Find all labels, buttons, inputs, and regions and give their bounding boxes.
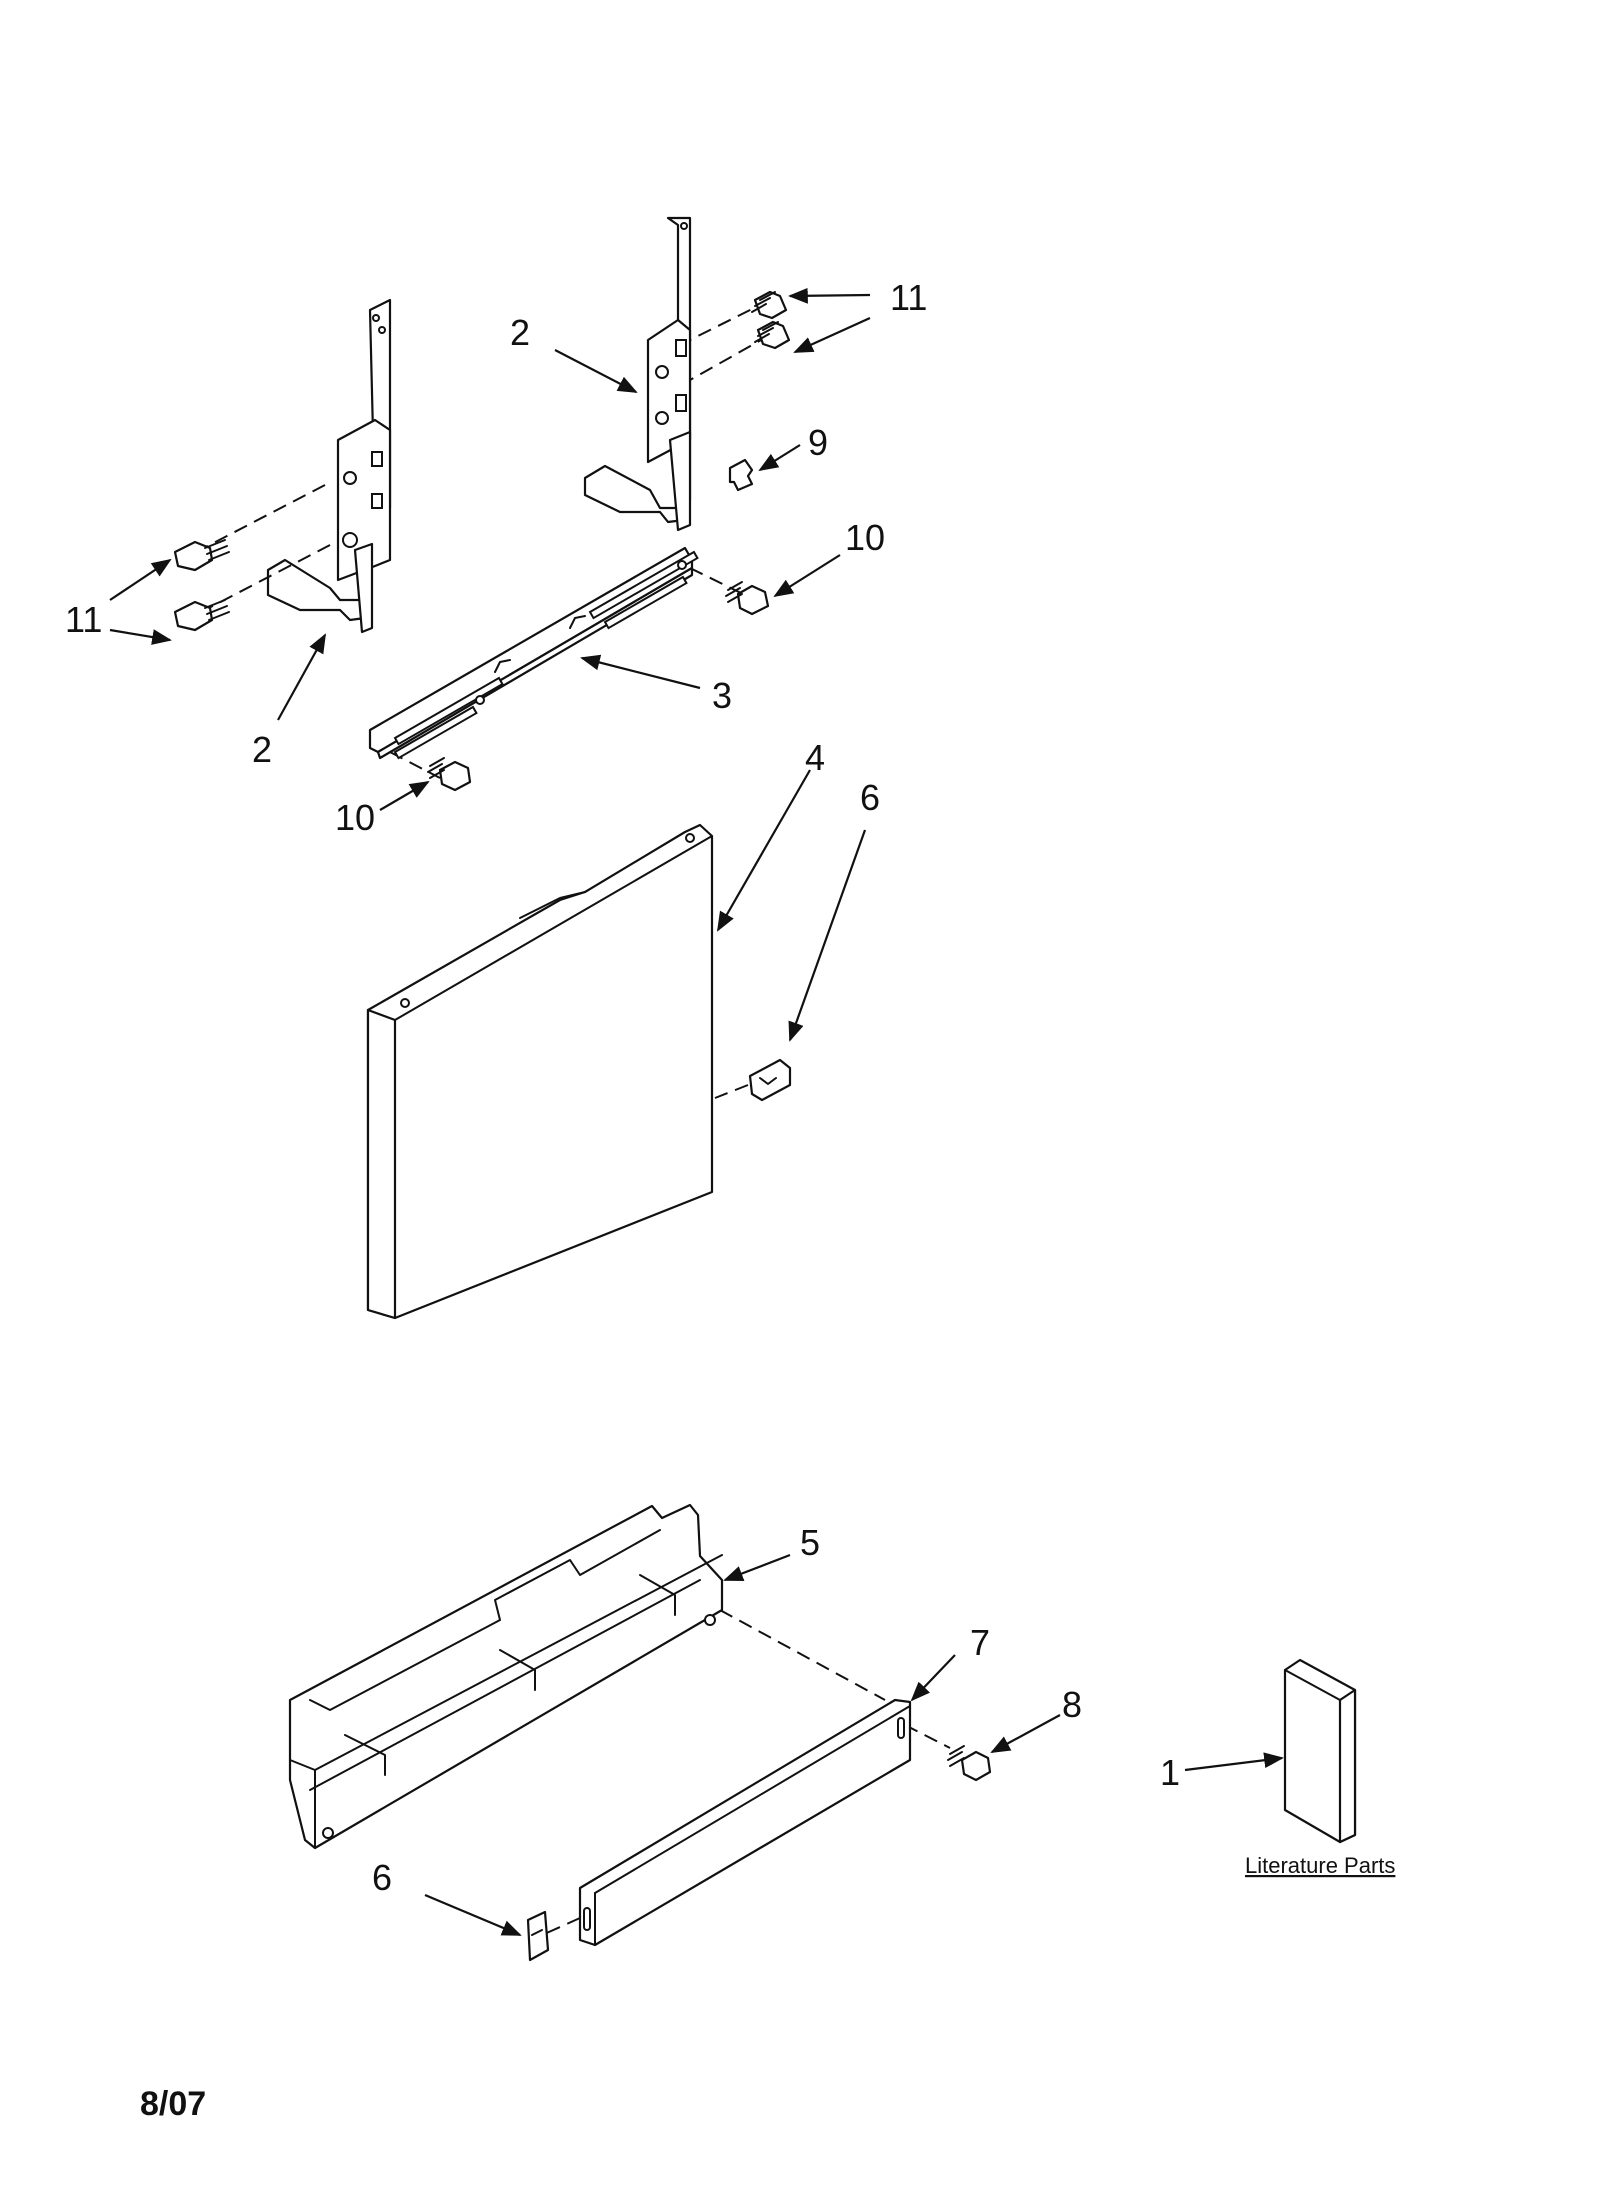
screw-11-left-lower xyxy=(173,599,230,632)
screw-11-right-upper xyxy=(751,290,788,320)
spacer-clip-6-top xyxy=(748,1058,792,1102)
callout-1: 1 xyxy=(1160,1752,1180,1793)
callout-11-top: 11 xyxy=(890,277,927,318)
callout-2-left: 2 xyxy=(252,729,272,770)
hinge-bracket-right xyxy=(583,216,692,532)
literature-booklet-1 xyxy=(1283,1658,1357,1844)
date-code: 8/07 xyxy=(140,2085,206,2123)
door-panel-4 xyxy=(366,823,714,1320)
callout-7: 7 xyxy=(970,1622,990,1663)
spacer-clip-6-bottom xyxy=(526,1910,550,1962)
toekick-panel-5 xyxy=(288,1503,724,1850)
trim-strip-7 xyxy=(578,1698,912,1947)
screw-10-left xyxy=(427,757,472,792)
callout-10-right: 10 xyxy=(845,517,885,558)
callout-2-top: 2 xyxy=(510,312,530,353)
screw-8 xyxy=(947,1745,992,1782)
callout-5: 5 xyxy=(800,1522,820,1563)
clip-9 xyxy=(728,458,754,492)
screw-10-right xyxy=(725,581,770,616)
leader-lines xyxy=(109,287,1284,1937)
callout-3: 3 xyxy=(712,675,732,716)
callout-6-bottom: 6 xyxy=(372,1857,392,1898)
literature-parts-label: Literature Parts xyxy=(1245,1853,1395,1878)
hinge-bracket-left xyxy=(266,298,392,634)
callout-4: 4 xyxy=(805,737,825,778)
callout-11-left: 11 xyxy=(65,599,102,640)
callout-9: 9 xyxy=(808,422,828,463)
support-rail-3 xyxy=(368,546,699,760)
screw-11-right-lower xyxy=(754,320,791,350)
callout-10-left: 10 xyxy=(335,797,375,838)
screw-11-left-upper xyxy=(173,539,230,572)
callout-6-top: 6 xyxy=(860,777,880,818)
callout-8: 8 xyxy=(1062,1684,1082,1725)
